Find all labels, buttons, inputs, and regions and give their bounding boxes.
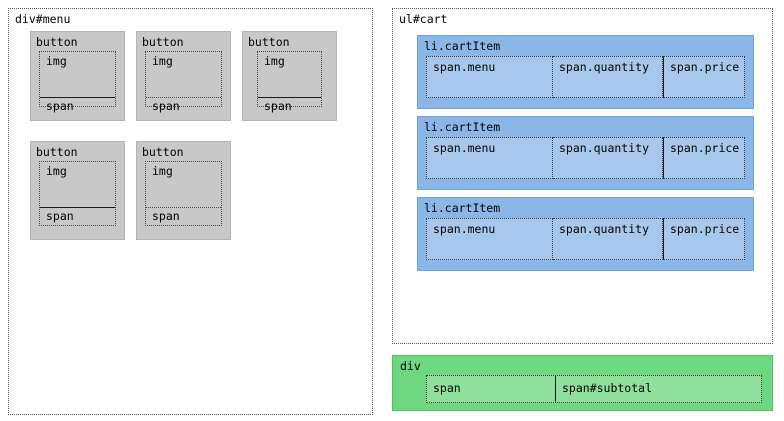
cart-item[interactable]: li.cartItem span.menu span.quantity span… (417, 35, 754, 109)
menu-button-inner: img span (145, 51, 222, 113)
menu-button-label: button (248, 35, 290, 49)
cart-cell-quantity: span.quantity (553, 218, 663, 260)
cart-item-row: span.menu span.quantity span.price (426, 56, 745, 98)
subtotal-label-text: span (433, 381, 461, 395)
menu-button-label: button (142, 35, 184, 49)
menu-button-img: img (40, 162, 115, 208)
subtotal-value-cell: span#subtotal (555, 376, 761, 402)
menu-button-4[interactable]: button img span (30, 141, 125, 240)
subtotal-row: span span#subtotal (426, 375, 762, 403)
menu-button-5[interactable]: button img span (136, 141, 231, 240)
cart-cell-menu-label: span.menu (433, 60, 496, 74)
menu-button-span: span (146, 208, 221, 225)
menu-button-img: img (40, 52, 115, 98)
menu-button-span-label: span (152, 209, 180, 223)
cart-cell-quantity-label: span.quantity (559, 60, 650, 74)
menu-button-img-label: img (46, 164, 67, 178)
menu-button-img: img (146, 162, 221, 208)
menu-button-label: button (142, 145, 184, 159)
cart-cell-menu-label: span.menu (433, 222, 496, 236)
menu-button-span: span (40, 208, 115, 225)
cart-container: ul#cart li.cartItem span.menu span.quant… (392, 8, 773, 344)
menu-button-inner: img span (145, 161, 222, 226)
menu-button-img: img (258, 52, 321, 98)
cart-cell-menu: span.menu (426, 218, 553, 260)
menu-button-label: button (36, 145, 78, 159)
menu-button-inner: img span (39, 161, 116, 226)
cart-cell-price-label: span.price (670, 222, 740, 236)
subtotal-container: div span span#subtotal (392, 355, 773, 411)
cart-container-label: ul#cart (399, 12, 448, 26)
menu-button-2[interactable]: button img span (136, 31, 231, 121)
cart-item-label: li.cartItem (424, 39, 501, 53)
menu-button-label: button (36, 35, 78, 49)
menu-button-span-label: span (46, 99, 74, 113)
cart-cell-menu-label: span.menu (433, 141, 496, 155)
subtotal-label-cell: span (427, 376, 555, 402)
menu-button-img-label: img (152, 164, 173, 178)
cart-cell-quantity-label: span.quantity (559, 222, 650, 236)
menu-button-3[interactable]: button img span (242, 31, 337, 121)
cart-cell-menu: span.menu (426, 137, 553, 179)
cart-cell-price: span.price (663, 137, 745, 179)
menu-button-span-label: span (46, 209, 74, 223)
menu-button-span-label: span (264, 99, 292, 113)
cart-item[interactable]: li.cartItem span.menu span.quantity span… (417, 116, 754, 190)
menu-button-inner: img span (39, 51, 116, 113)
menu-button-span-label: span (152, 99, 180, 113)
cart-cell-price-label: span.price (670, 141, 740, 155)
cart-cell-menu: span.menu (426, 56, 553, 98)
cart-item-label: li.cartItem (424, 120, 501, 134)
menu-button-span: span (258, 98, 321, 113)
cart-cell-quantity-label: span.quantity (559, 141, 650, 155)
cart-item[interactable]: li.cartItem span.menu span.quantity span… (417, 197, 754, 271)
menu-button-1[interactable]: button img span (30, 31, 125, 121)
cart-cell-price: span.price (663, 218, 745, 260)
menu-button-img-label: img (46, 54, 67, 68)
cart-cell-quantity: span.quantity (553, 56, 663, 98)
menu-button-span: span (40, 98, 115, 113)
cart-cell-quantity: span.quantity (553, 137, 663, 179)
subtotal-container-label: div (400, 359, 421, 373)
menu-button-img-label: img (264, 54, 285, 68)
menu-button-img: img (146, 52, 221, 98)
cart-cell-price: span.price (663, 56, 745, 98)
menu-container-label: div#menu (15, 12, 71, 26)
menu-button-img-label: img (152, 54, 173, 68)
cart-item-row: span.menu span.quantity span.price (426, 218, 745, 260)
cart-item-row: span.menu span.quantity span.price (426, 137, 745, 179)
cart-item-label: li.cartItem (424, 201, 501, 215)
cart-cell-price-label: span.price (670, 60, 740, 74)
menu-button-span: span (146, 98, 221, 113)
subtotal-value-text: span#subtotal (562, 381, 653, 395)
menu-button-inner: img span (257, 51, 322, 113)
